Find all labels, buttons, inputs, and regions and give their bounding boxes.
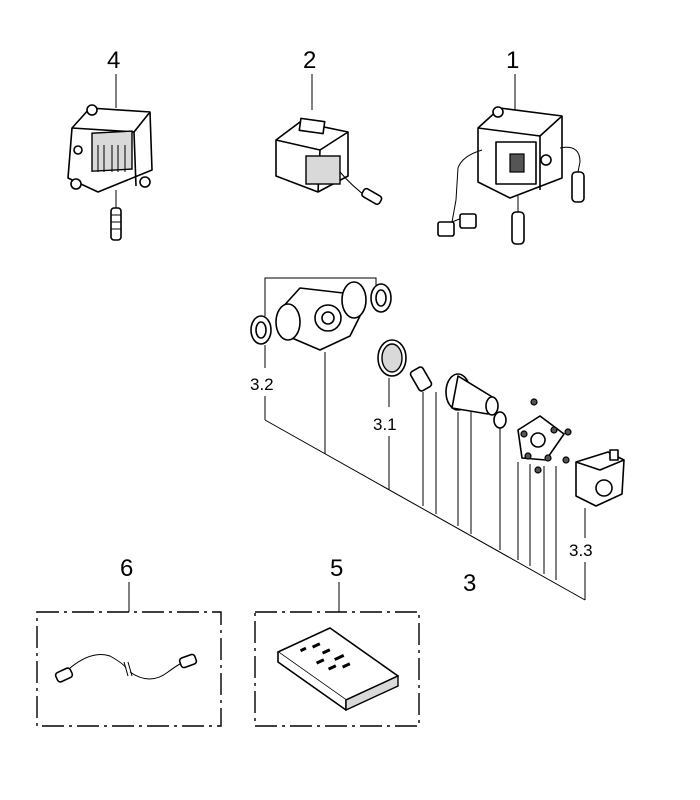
label-5: 5 [330, 555, 343, 582]
extension-cable-icon [54, 653, 198, 683]
valve-cover-icon [517, 415, 565, 462]
nozzle-icon [409, 366, 433, 392]
label-3-2: 3.2 [250, 375, 274, 394]
screws-icon [530, 398, 572, 474]
part-6-box [36, 611, 222, 727]
part-6-extension-cable: 6 [36, 555, 222, 727]
label-6: 6 [120, 555, 133, 582]
label-1: 1 [506, 47, 519, 74]
filter-disc-icon [377, 339, 407, 377]
spring-icon [493, 411, 507, 429]
label-3-3: 3.3 [569, 541, 593, 560]
seal-right-icon [370, 283, 392, 313]
part-4-terminal-box: 4 [67, 47, 153, 241]
terminal-box-icon [67, 104, 153, 241]
valve-body-icon [275, 281, 367, 351]
label-4: 4 [107, 47, 120, 74]
part-5-remote-control: 5 [254, 555, 420, 727]
power-supply-icon [275, 117, 383, 206]
control-module-icon [437, 106, 585, 245]
label-3-1: 3.1 [373, 415, 397, 434]
solenoid-coil-icon [575, 449, 625, 507]
part-3-valve-assembly: 3.2 3.1 3.3 3 [250, 277, 625, 601]
part-2-power-supply: 2 [275, 47, 383, 206]
part-1-control-module: 1 [437, 47, 585, 245]
seal-left-icon [250, 315, 272, 345]
label-3: 3 [463, 570, 476, 597]
leader-lines [264, 277, 586, 601]
remote-control-icon [277, 627, 399, 712]
diaphragm-piston-icon [445, 373, 499, 416]
part-5-box [254, 611, 420, 727]
label-2: 2 [303, 47, 316, 74]
